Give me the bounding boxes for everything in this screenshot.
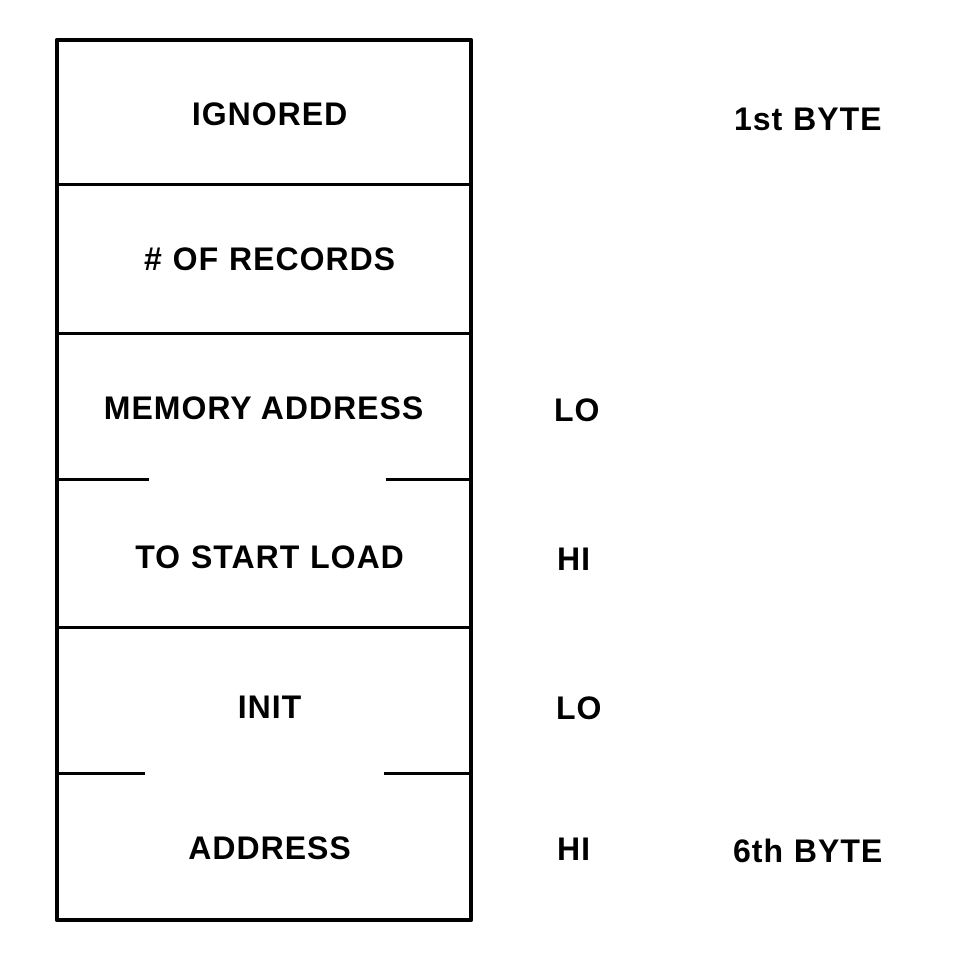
split-marker-left-2 [57, 772, 145, 775]
row-label-address: ADDRESS [188, 830, 352, 866]
byte-order-lo-1: LO [554, 392, 601, 428]
split-marker-right-1 [386, 478, 471, 481]
byte-order-lo-2: LO [556, 690, 603, 726]
byte-order-hi-2: HI [557, 831, 591, 867]
row-label-start-load: TO START LOAD [135, 539, 405, 575]
split-marker-right-2 [384, 772, 471, 775]
separator-2 [57, 332, 471, 335]
row-label-init: INIT [237, 689, 303, 725]
first-byte-marker: 1st BYTE [734, 101, 883, 137]
last-byte-marker: 6th BYTE [733, 833, 884, 869]
row-label-ignored: IGNORED [191, 96, 349, 132]
separator-1 [57, 183, 471, 186]
byte-order-hi-1: HI [557, 541, 591, 577]
split-marker-left-1 [57, 478, 149, 481]
separator-4 [57, 626, 471, 629]
row-label-memory-address: MEMORY ADDRESS [103, 390, 425, 426]
row-label-record-count: # OF RECORDS [143, 241, 397, 277]
